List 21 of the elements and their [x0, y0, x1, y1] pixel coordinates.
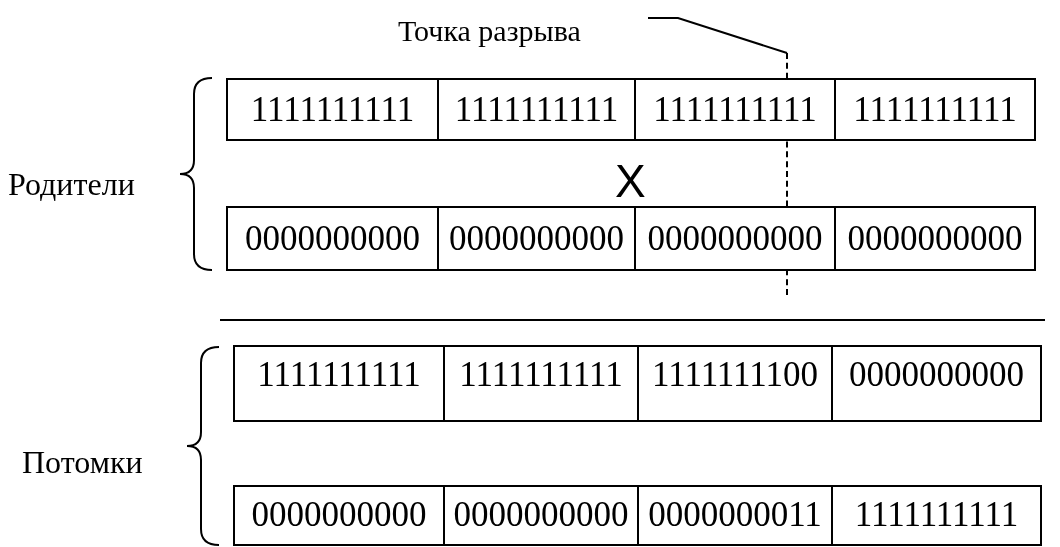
gene-segment: 0000000000	[226, 206, 439, 271]
gene-segment: 0000000000	[831, 345, 1042, 422]
gene-segment: 1111111100	[637, 345, 833, 422]
gene-segment: 1111111111	[233, 345, 445, 422]
gene-segment: 1111111111	[634, 78, 836, 141]
gene-segment: 0000000000	[634, 206, 836, 271]
gene-segment: 0000000000	[233, 485, 445, 546]
gene-segment: 1111111111	[443, 345, 639, 422]
gene-segment: 1111111111	[437, 78, 636, 141]
gene-segment: 1111111111	[834, 78, 1036, 141]
group-label: Потомки	[22, 446, 143, 478]
leader-line	[647, 17, 788, 54]
gene-segment: 0000000000	[834, 206, 1036, 271]
caption-text: Точка разрыва	[398, 16, 624, 50]
gene-segment: 0000000000	[437, 206, 636, 271]
gene-segment: 0000000011	[637, 485, 833, 546]
group-label: Родители	[8, 168, 135, 200]
gene-segment: 1111111111	[226, 78, 439, 141]
gene-segment: 0000000000	[443, 485, 639, 546]
cross-sign: X	[615, 158, 646, 204]
gene-segment: 1111111111	[831, 485, 1042, 546]
